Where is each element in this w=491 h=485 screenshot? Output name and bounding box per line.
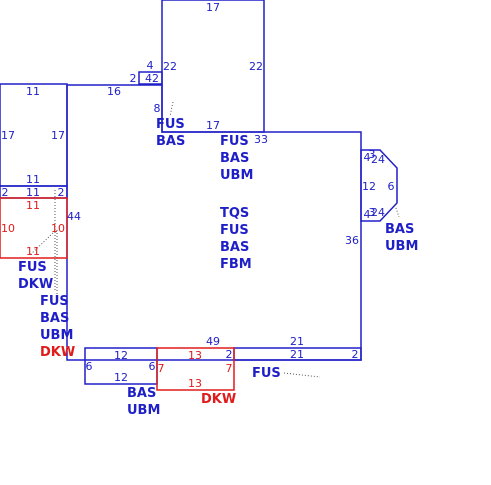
dim-notch-42: 42 — [145, 72, 159, 85]
label-mid-ubm: UBM — [40, 328, 73, 343]
label-fbm: FBM — [220, 257, 252, 272]
dim-bay-24-t: 24 — [371, 153, 385, 166]
dim-top-width: 17 — [206, 1, 220, 14]
dim-bay-4-tl: 4 — [364, 151, 371, 164]
label-bot-bas: BAS — [127, 386, 156, 401]
dim-red-11-top: 11 — [26, 199, 40, 212]
dim-left-17-l: 17 — [1, 129, 15, 142]
label-bot-ubm: UBM — [127, 403, 160, 418]
label-main-bas: BAS — [220, 151, 249, 166]
dim-bay-6: 6 — [388, 180, 395, 193]
label-bot-dkw: DKW — [201, 392, 236, 407]
dim-main-2r: 2 — [352, 348, 359, 361]
label-bay-bas: BAS — [385, 222, 414, 237]
dim-bay-4-bl: 4 — [364, 208, 371, 221]
dim-main-49: 49 — [206, 335, 220, 348]
dim-bred-13-t: 13 — [188, 349, 202, 362]
dim-bot-6-r: 6 — [149, 360, 156, 373]
dim-notch-8: 8 — [154, 102, 161, 115]
dim-main-16: 16 — [107, 85, 121, 98]
red-dimensions: 11 10 10 11 13 7 7 13 — [1, 199, 233, 390]
dim-red-10-l: 10 — [1, 222, 15, 235]
dim-red-10-r: 10 — [51, 222, 65, 235]
leader-top — [169, 101, 174, 117]
leader-right — [283, 372, 321, 378]
dim-main-21a: 21 — [290, 335, 304, 348]
label-mid-bas: BAS — [40, 311, 69, 326]
label-left-dkw: DKW — [18, 277, 53, 292]
area-labels-red: DKW DKW — [40, 345, 236, 407]
dim-red-11-bottom: 11 — [26, 245, 40, 258]
dim-left-17-r: 17 — [51, 129, 65, 142]
dim-bay-3-tl: 3 — [369, 148, 376, 161]
dim-bred-7-l: 7 — [158, 362, 165, 375]
dim-bay-24-b: 24 — [371, 206, 385, 219]
dim-bay-3-bl: 3 — [369, 206, 376, 219]
label-main-ubm: UBM — [220, 168, 253, 183]
label-mid-dkw: DKW — [40, 345, 75, 360]
leader-lines — [29, 101, 400, 378]
dim-strip-2-l: 2 — [2, 186, 9, 199]
bottom-deck-outline — [156, 347, 235, 391]
blue-dimensions: 17 22 22 17 4 42 2 8 16 33 44 36 49 21 2… — [1, 1, 395, 384]
label-bay-ubm: UBM — [385, 239, 418, 254]
label-bas2: BAS — [220, 240, 249, 255]
dim-main-36: 36 — [345, 234, 359, 247]
dim-bred-2: 2 — [226, 348, 233, 361]
dim-top-right: 22 — [249, 60, 263, 73]
label-right-fus: FUS — [252, 366, 281, 381]
label-main-fus: FUS — [220, 134, 249, 149]
dim-bred-7-r: 7 — [226, 362, 233, 375]
dim-top-bottom: 17 — [206, 119, 220, 132]
label-fus2: FUS — [220, 223, 249, 238]
leader-bay — [394, 204, 400, 218]
area-labels: FUS BAS FUS BAS UBM TQS FUS BAS FBM BAS … — [18, 117, 418, 418]
dim-bot-6-l: 6 — [86, 360, 93, 373]
top-addition-outline — [161, 0, 265, 133]
left-deck-outline — [0, 197, 68, 259]
label-top-bas: BAS — [156, 134, 185, 149]
dim-top-left: 22 — [163, 60, 177, 73]
label-tqs: TQS — [220, 206, 249, 221]
dim-strip-2-r: 2 — [58, 186, 65, 199]
dim-notch-2: 2 — [130, 72, 137, 85]
dim-bay-12: 12 — [362, 180, 376, 193]
dim-strip-11: 11 — [26, 186, 40, 199]
dim-bred-13-b: 13 — [188, 377, 202, 390]
dim-left-11-bottom: 11 — [26, 173, 40, 186]
dim-main-21b: 21 — [290, 348, 304, 361]
dim-bot-12-t: 12 — [114, 349, 128, 362]
red-outlines — [0, 197, 235, 391]
label-mid-fus: FUS — [40, 294, 69, 309]
label-top-fus: FUS — [156, 117, 185, 132]
bay-window-outline — [360, 149, 398, 222]
label-left-fus: FUS — [18, 260, 47, 275]
dim-bot-12-b: 12 — [114, 371, 128, 384]
notch-outline — [138, 71, 163, 85]
dim-main-33: 33 — [254, 133, 268, 146]
leader-red — [29, 232, 54, 256]
dim-main-44: 44 — [67, 210, 81, 223]
dim-notch-4: 4 — [147, 59, 154, 72]
dim-left-11-top: 11 — [26, 85, 40, 98]
